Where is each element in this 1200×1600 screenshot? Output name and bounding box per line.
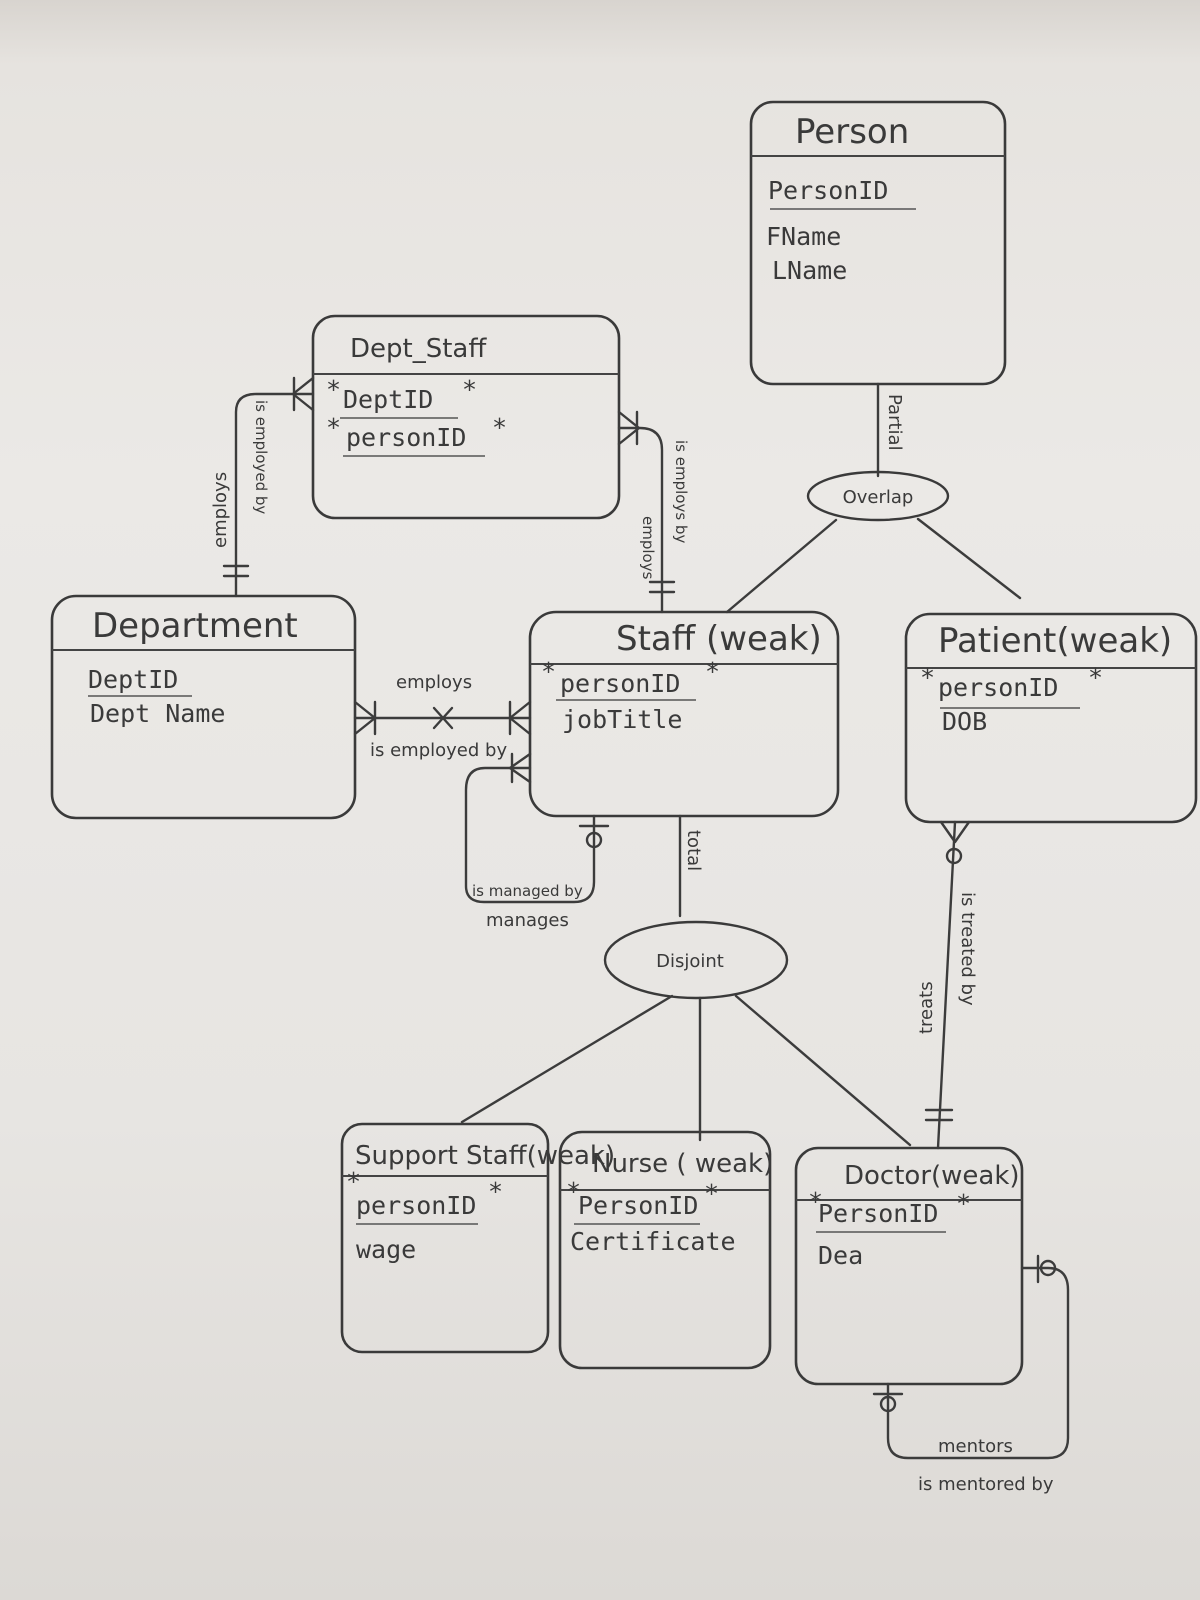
svg-text:*: *: [346, 1167, 361, 1196]
entity-support-staff: Support Staff(weak) * personID * wage: [340, 1122, 615, 1354]
staff-box: [528, 610, 840, 818]
patient-box: [904, 612, 1198, 824]
partial-label: Partial: [884, 394, 905, 451]
patient-attr-dob: DOB: [942, 707, 987, 736]
svg-text:*: *: [541, 657, 556, 686]
svg-text:*: *: [956, 1189, 971, 1218]
person-title: Person: [795, 112, 909, 152]
rel-dept-staff-label-a: employs: [396, 672, 472, 693]
disjoint-label: Disjoint: [656, 951, 724, 972]
svg-text:*: *: [705, 657, 720, 686]
nurse-key: PersonID: [578, 1191, 698, 1220]
entity-department: Department DeptID Dept Name: [50, 594, 357, 820]
svg-text:*: *: [920, 663, 935, 692]
dept-staff-title: Dept_Staff: [350, 334, 487, 364]
entity-dept-staff: Dept_Staff * DeptID * * personID *: [311, 314, 621, 520]
staff-attr-jobtitle: jobTitle: [562, 705, 682, 734]
department-title: Department: [92, 606, 298, 646]
dept-staff-box: [311, 314, 621, 520]
rel-dept-staff-label-b: is employed by: [370, 740, 507, 761]
dept-staff-key-deptid: DeptID: [343, 385, 433, 414]
rel-doctor-self-label-a: mentors: [938, 1436, 1013, 1457]
support-staff-title: Support Staff(weak): [355, 1141, 615, 1171]
patient-key: personID: [938, 673, 1058, 702]
svg-text:*: *: [488, 1177, 503, 1206]
doctor-box: [794, 1146, 1024, 1386]
entity-person: Person PersonID FName LName: [749, 100, 1007, 386]
person-key: PersonID: [768, 176, 888, 205]
staff-title: Staff (weak): [616, 619, 822, 659]
overlap-specialization: Overlap: [806, 470, 950, 522]
svg-text:*: *: [566, 1177, 581, 1206]
rel-staff-deptstaff-label-b: is employs by: [672, 440, 690, 543]
entity-nurse: Nurse ( weak) * PersonID * Certificate: [558, 1130, 773, 1370]
rel-patient-doctor-label-a: treats: [916, 981, 937, 1034]
rel-patient-doctor-label-b: is treated by: [957, 892, 978, 1006]
rel-dept-deptstaff-label-b: is employed by: [252, 400, 270, 514]
staff-key: personID: [560, 669, 680, 698]
entity-patient: Patient(weak) * personID * DOB: [904, 612, 1198, 824]
support-staff-attr-wage: wage: [356, 1235, 416, 1264]
disjoint-specialization: Disjoint: [603, 920, 789, 1000]
rel-doctor-self-line: [886, 1266, 1070, 1460]
support-staff-box: [340, 1122, 550, 1354]
rel-staff-deptstaff-label-a: employs: [639, 516, 657, 580]
rel-staff-self-line: [464, 766, 596, 904]
svg-text:*: *: [704, 1179, 719, 1208]
rel-patient-doctor-line: [936, 820, 957, 1150]
department-box: [50, 594, 357, 820]
entity-doctor: Doctor(weak) * PersonID * Dea: [794, 1146, 1024, 1386]
doctor-title: Doctor(weak): [844, 1161, 1020, 1191]
nurse-title: Nurse ( weak): [592, 1149, 773, 1179]
entity-staff: Staff (weak) * personID * jobTitle: [528, 610, 840, 818]
svg-text:*: *: [808, 1187, 823, 1216]
svg-text:*: *: [326, 375, 341, 404]
rel-staff-self-label-b: manages: [486, 910, 569, 931]
svg-text:*: *: [326, 413, 341, 442]
department-key: DeptID: [88, 665, 178, 694]
nurse-attr-certificate: Certificate: [570, 1227, 736, 1256]
rel-dept-deptstaff-line: [234, 392, 315, 598]
doctor-attr-dea: Dea: [818, 1241, 863, 1270]
total-label: total: [683, 830, 704, 871]
doctor-key: PersonID: [818, 1199, 938, 1228]
person-attr-fname: FName: [766, 222, 841, 251]
overlap-label: Overlap: [843, 487, 914, 508]
person-attr-lname: LName: [772, 256, 847, 285]
dept-staff-key-personid: personID: [346, 423, 466, 452]
svg-text:*: *: [462, 375, 477, 404]
support-staff-key: personID: [356, 1191, 476, 1220]
svg-text:*: *: [1088, 663, 1103, 692]
department-attr-name: Dept Name: [90, 699, 225, 728]
rel-dept-deptstaff-label-a: employs: [210, 472, 231, 548]
rel-staff-self-label-a: is managed by: [472, 882, 583, 900]
patient-title: Patient(weak): [938, 621, 1172, 661]
rel-doctor-self-label-b: is mentored by: [918, 1474, 1054, 1495]
svg-text:*: *: [492, 413, 507, 442]
nurse-box: [558, 1130, 772, 1370]
